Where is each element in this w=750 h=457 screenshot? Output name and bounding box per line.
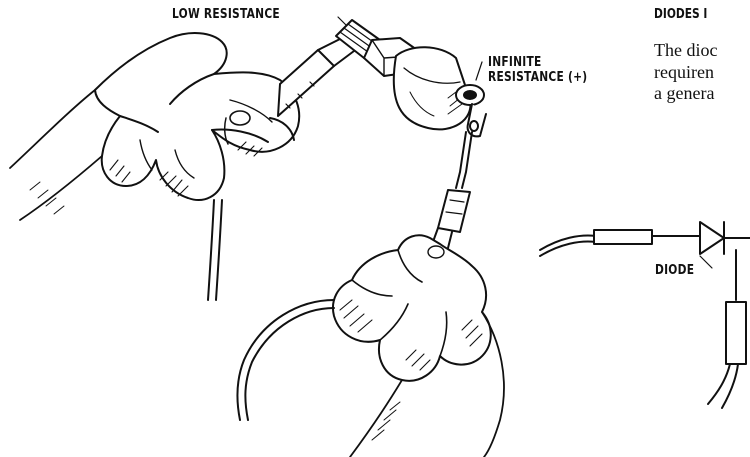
right-hand-bottom (237, 235, 504, 457)
body-line: a genera (654, 83, 750, 105)
left-hand-top (10, 33, 299, 220)
label-infinite-line1: INFINITE (488, 55, 587, 70)
stud-diode (336, 20, 486, 136)
body-paragraph: The dioc requiren a genera (654, 40, 750, 105)
label-infinite-resistance: INFINITE RESISTANCE (+) (488, 55, 587, 85)
probe-right (429, 132, 472, 259)
body-line: The dioc (654, 40, 750, 62)
section-heading: DIODES I (654, 7, 707, 22)
label-diode: DIODE (655, 263, 694, 278)
diode-diagram (540, 222, 750, 408)
body-line: requiren (654, 62, 750, 84)
low-resistance-leader (338, 17, 347, 26)
label-infinite-line2: RESISTANCE (+) (488, 70, 587, 85)
label-low-resistance: LOW RESISTANCE (172, 7, 280, 22)
